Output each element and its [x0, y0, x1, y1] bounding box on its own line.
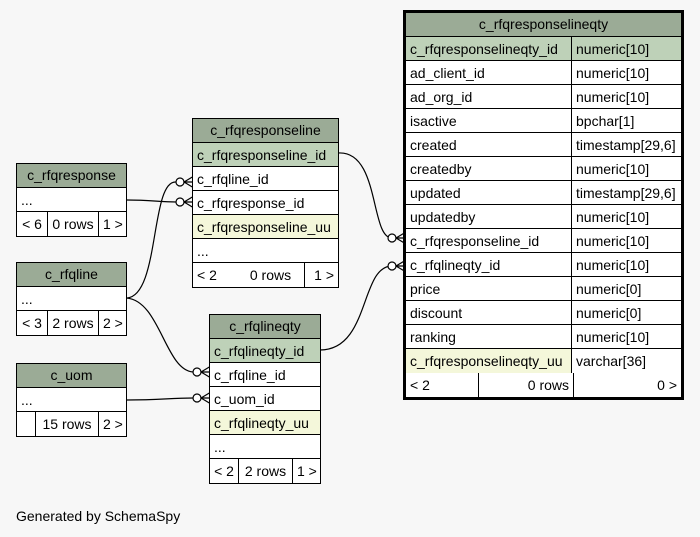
column-name: updatedby: [410, 209, 476, 225]
column-uu: c_rfqresponseline_uu: [197, 219, 331, 235]
column-row: c_rfqresponseline_id numeric[10]: [406, 229, 681, 253]
column-pk: c_rfqlineqty_id: [214, 343, 305, 359]
table-c_rfqlineqty[interactable]: c_rfqlineqty c_rfqlineqty_id c_rfqline_i…: [209, 314, 321, 484]
column-uu: c_rfqlineqty_uu: [214, 415, 309, 431]
link-rfqline-lineqty: [125, 297, 194, 373]
column-type: numeric[10]: [571, 229, 681, 252]
column-type: numeric[0]: [571, 301, 681, 324]
column-row: ranking numeric[10]: [406, 325, 681, 349]
column-type: varchar[36]: [571, 349, 681, 373]
table-c_rfqresponseline[interactable]: c_rfqresponseline c_rfqresponseline_id c…: [192, 118, 339, 288]
children-count: 0 >: [573, 373, 681, 397]
parents-count: < 3: [22, 315, 42, 331]
column-fk: c_rfqresponse_id: [197, 195, 305, 211]
column-row: price numeric[0]: [406, 277, 681, 301]
table-title: c_uom: [17, 364, 126, 388]
column-ellipsis: ...: [214, 439, 226, 455]
parents-count: [17, 412, 35, 436]
column-type: bpchar[1]: [571, 109, 681, 132]
table-title: c_rfqline: [17, 263, 126, 287]
table-c_rfqresponselineqty[interactable]: c_rfqresponselineqty c_rfqresponselineqt…: [403, 10, 684, 400]
column-row: isactive bpchar[1]: [406, 109, 681, 133]
column-row: c_rfqresponselineqty_id numeric[10]: [406, 37, 681, 61]
column-type: numeric[10]: [571, 61, 681, 84]
link-responseline-lineqty: [337, 152, 393, 239]
column-name: createdby: [410, 161, 472, 177]
row-count: 0 rows: [478, 373, 573, 397]
column-name: c_rfqresponselineqty_uu: [406, 349, 571, 373]
column-name: c_rfqresponseline_id: [410, 233, 540, 249]
parents-count: < 6: [22, 216, 42, 232]
row-count: 2 rows: [47, 311, 98, 335]
column-name: ad_org_id: [410, 89, 473, 105]
column-fk: c_rfqline_id: [214, 367, 286, 383]
parents-count: < 2: [410, 377, 430, 393]
link-rfqline-responseline: [125, 181, 177, 299]
row-count: 0 rows: [249, 267, 292, 283]
column-pk: c_rfqresponseline_id: [197, 147, 327, 163]
column-fk: c_uom_id: [214, 391, 275, 407]
column-row: discount numeric[0]: [406, 301, 681, 325]
parents-count: < 2: [214, 463, 234, 479]
column-type: numeric[10]: [571, 205, 681, 228]
table-c_uom[interactable]: c_uom ... 15 rows 2 >: [16, 363, 127, 437]
column-name: c_rfqresponselineqty_id: [410, 41, 558, 57]
link-uom: [125, 397, 194, 401]
table-title: c_rfqresponselineqty: [406, 13, 681, 37]
column-row: updatedby numeric[10]: [406, 205, 681, 229]
column-type: numeric[10]: [571, 325, 681, 348]
column-name: updated: [410, 185, 461, 201]
generated-by-label: Generated by SchemaSpy: [16, 508, 181, 524]
column-name: price: [410, 281, 441, 297]
column-row: updated timestamp[29,6]: [406, 181, 681, 205]
column-fk: c_rfqline_id: [197, 171, 269, 187]
column-name: c_rfqlineqty_id: [410, 257, 501, 273]
column-ellipsis: ...: [21, 291, 33, 307]
column-name: discount: [410, 305, 463, 321]
column-type: numeric[10]: [571, 253, 681, 276]
column-type: timestamp[29,6]: [571, 181, 681, 204]
column-row: c_rfqlineqty_id numeric[10]: [406, 253, 681, 277]
column-type: numeric[10]: [571, 85, 681, 108]
table-c_rfqresponse[interactable]: c_rfqresponse ... < 6 0 rows 1 >: [16, 163, 127, 237]
children-count: 2 >: [98, 412, 126, 436]
column-type: numeric[10]: [571, 157, 681, 180]
children-count: 1 >: [304, 263, 338, 287]
children-count: 2 >: [98, 311, 126, 335]
link-lineqty-responselineqty: [319, 265, 393, 351]
link-rfqresponse: [125, 199, 177, 203]
column-row: created timestamp[29,6]: [406, 133, 681, 157]
column-type: numeric[0]: [571, 277, 681, 300]
table-title: c_rfqresponseline: [193, 119, 338, 143]
row-count: 2 rows: [238, 459, 292, 483]
column-type: timestamp[29,6]: [571, 133, 681, 156]
children-count: 1 >: [292, 459, 320, 483]
table-title: c_rfqlineqty: [210, 315, 320, 339]
table-title: c_rfqresponse: [17, 164, 126, 188]
column-row: ad_client_id numeric[10]: [406, 61, 681, 85]
column-name: isactive: [410, 113, 457, 129]
column-ellipsis: ...: [197, 243, 209, 259]
column-ellipsis: ...: [21, 192, 33, 208]
row-count: 0 rows: [47, 212, 98, 236]
table-c_rfqline[interactable]: c_rfqline ... < 3 2 rows 2 >: [16, 262, 127, 336]
column-row: createdby numeric[10]: [406, 157, 681, 181]
children-count: 1 >: [98, 212, 126, 236]
column-type: numeric[10]: [571, 37, 681, 60]
column-name: ranking: [410, 329, 456, 345]
column-name: ad_client_id: [410, 65, 485, 81]
column-row: ad_org_id numeric[10]: [406, 85, 681, 109]
column-ellipsis: ...: [21, 392, 33, 408]
parents-count: < 2: [197, 267, 217, 283]
row-count: 15 rows: [35, 412, 98, 436]
column-name: created: [410, 137, 457, 153]
